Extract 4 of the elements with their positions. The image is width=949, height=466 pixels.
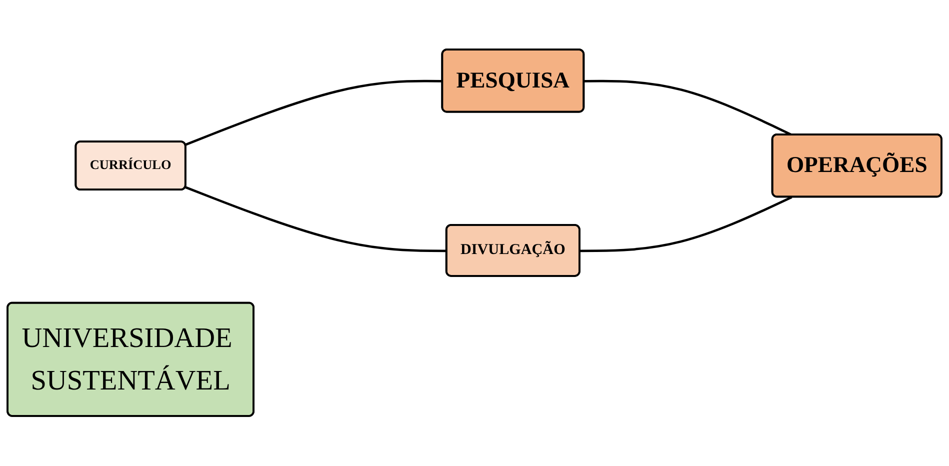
- connector: [185, 80, 443, 146]
- connector: [584, 80, 792, 136]
- connector: [580, 196, 792, 252]
- connector: [185, 186, 447, 252]
